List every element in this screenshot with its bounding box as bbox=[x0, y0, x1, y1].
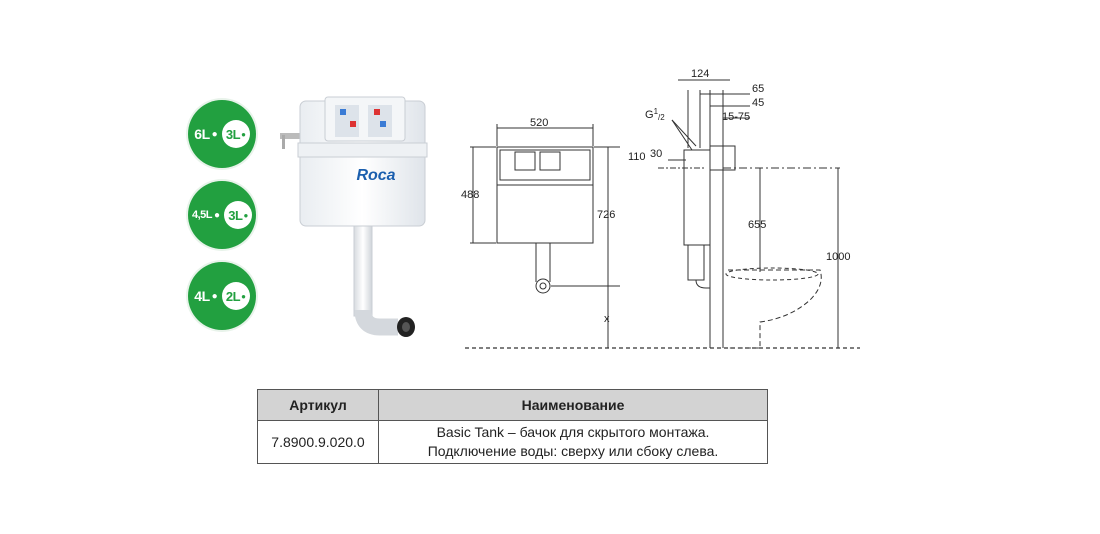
flush-badge-4l-2l: 4L● 2L● bbox=[188, 262, 256, 330]
technical-drawing: 520 488 726 x 124 65 45 15-75 G1/2 110 3… bbox=[461, 68, 860, 349]
half-flush-label: 2L bbox=[225, 288, 241, 304]
full-flush-label: 4L bbox=[194, 288, 210, 304]
drop-icon: ● bbox=[241, 129, 246, 139]
flush-badge-4-5l-3l: 4,5L● 3L● bbox=[188, 181, 256, 249]
thread-label: G1/2 bbox=[645, 107, 665, 122]
thread-sup: 1 bbox=[654, 107, 659, 116]
dim-65: 65 bbox=[752, 83, 764, 95]
table-header-row: Артикул Наименование bbox=[257, 389, 768, 421]
thread-sub: /2 bbox=[658, 113, 665, 122]
thread-g: G bbox=[645, 109, 654, 121]
dim-x: x bbox=[604, 313, 610, 325]
dim-110: 110 bbox=[628, 151, 646, 163]
full-flush-label: 6L bbox=[194, 126, 210, 142]
dim-15-75: 15-75 bbox=[722, 111, 750, 123]
half-flush-circle: 2L● bbox=[221, 282, 250, 310]
half-flush-circle: 3L● bbox=[221, 120, 250, 148]
description-line-2: Подключение воды: сверху или сбоку слева… bbox=[427, 443, 719, 459]
brand-logo: Roca bbox=[356, 167, 395, 184]
drop-icon: ● bbox=[213, 209, 221, 221]
full-flush-label: 4,5L bbox=[191, 209, 213, 221]
dim-45: 45 bbox=[752, 97, 764, 109]
drop-icon: ● bbox=[243, 210, 248, 220]
dim-30: 30 bbox=[650, 148, 662, 160]
drop-icon: ● bbox=[241, 291, 246, 301]
flush-badge-6l-3l: 6L● 3L● bbox=[188, 100, 256, 168]
dim-1000: 1000 bbox=[826, 251, 850, 263]
cell-description: Basic Tank – бачок для скрытого монтажа.… bbox=[378, 420, 768, 464]
dim-height-726: 726 bbox=[597, 209, 615, 221]
cistern-product-image: Roca bbox=[280, 96, 428, 337]
dim-124: 124 bbox=[691, 68, 709, 80]
drop-icon: ● bbox=[211, 128, 218, 140]
spec-table: Артикул Наименование 7.8900.9.020.0 Basi… bbox=[257, 389, 768, 464]
dim-width-520: 520 bbox=[530, 117, 548, 129]
description-line-1: Basic Tank – бачок для скрытого монтажа. bbox=[436, 424, 710, 440]
header-article: Артикул bbox=[257, 389, 379, 421]
dim-655: 655 bbox=[748, 219, 766, 231]
cell-article-code: 7.8900.9.020.0 bbox=[257, 420, 379, 464]
table-row: 7.8900.9.020.0 Basic Tank – бачок для ск… bbox=[257, 420, 768, 464]
header-name: Наименование bbox=[378, 389, 768, 421]
half-flush-label: 3L bbox=[225, 126, 241, 142]
drop-icon: ● bbox=[211, 290, 218, 302]
half-flush-circle: 3L● bbox=[224, 201, 253, 229]
half-flush-label: 3L bbox=[228, 207, 243, 223]
dim-height-488: 488 bbox=[461, 189, 479, 201]
